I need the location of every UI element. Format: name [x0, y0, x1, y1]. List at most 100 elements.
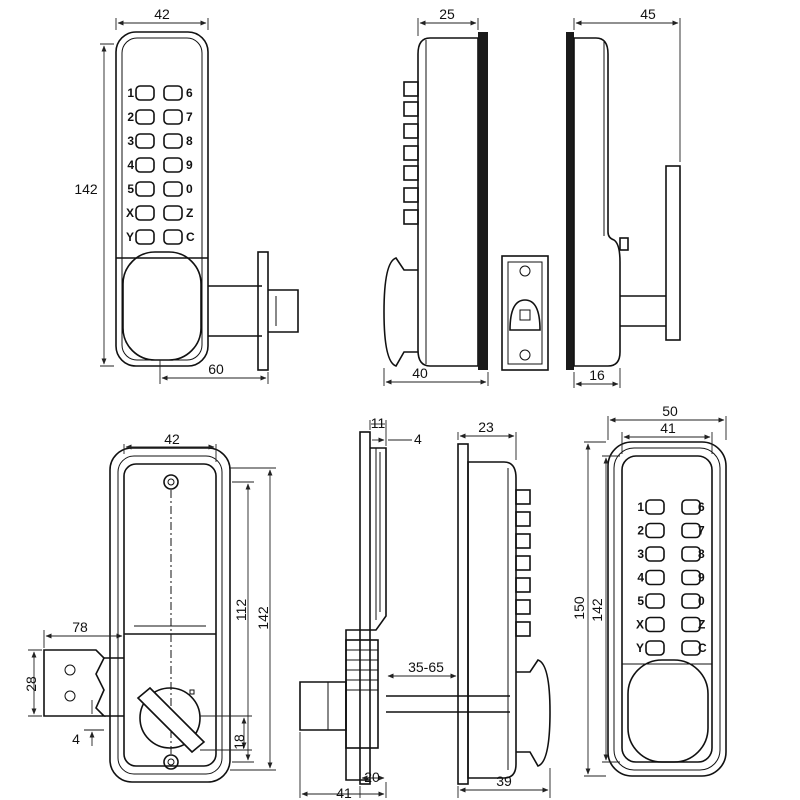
keypad-key: [135, 85, 155, 101]
keypad-key: [135, 109, 155, 125]
keypad-label: Z: [698, 618, 705, 632]
keypad-key: [681, 569, 701, 586]
back-dimensions: 42 112 142 78 28 4 18: [23, 431, 276, 771]
keypad-key: [681, 522, 701, 539]
back-top-screw: [163, 474, 179, 490]
keypad-label: 2: [637, 524, 644, 538]
dim-front-height: 142: [74, 181, 98, 197]
keypad-key: [645, 522, 665, 539]
back-bottom-screw: [163, 754, 179, 770]
dim-back-hole-spacing: 112: [233, 599, 249, 622]
keypad-label: 3: [637, 547, 644, 561]
keypad-label: 6: [698, 500, 705, 514]
side2-knob: [516, 659, 551, 767]
side3-dimensions: 23 39: [457, 419, 551, 798]
keypad-key: [135, 181, 155, 197]
back-view: 42 112 142 78 28 4 18: [23, 431, 276, 783]
keypad-label: 7: [186, 110, 193, 124]
keypad-key: [163, 133, 183, 149]
dim-side2-depth: 45: [640, 6, 656, 22]
dim-back-offset-bottom: 18: [231, 734, 247, 750]
keypad-key: [135, 157, 155, 173]
keypad-key: [645, 499, 665, 515]
side2-spindle: [620, 295, 666, 327]
dim-section-door-thickness: 35-65: [408, 659, 444, 675]
side-view-right: 45 16: [566, 6, 681, 388]
dim-section-overall: 41: [336, 785, 352, 800]
side-view-2: 23 39: [457, 419, 551, 798]
keypad-label: X: [636, 618, 644, 632]
keypad-key: [163, 85, 183, 101]
side-view-left: 25 40: [383, 6, 549, 386]
keypad-label: 0: [186, 182, 193, 196]
keypad-label: 4: [637, 571, 644, 585]
front-latch-bar: [208, 285, 262, 337]
keypad-key: [681, 640, 701, 656]
dim-front-width: 42: [154, 6, 170, 22]
keypad-key: [645, 640, 665, 656]
keypad-label: C: [698, 641, 707, 655]
dim-section-top-width: 11: [371, 415, 386, 431]
dim-back-offset-small: 4: [72, 731, 80, 747]
front-handle-knob: [122, 251, 202, 361]
keypad-label: Y: [636, 641, 644, 655]
keypad-key: [645, 593, 665, 609]
dim-front2-inner-width: 41: [660, 420, 676, 436]
keypad-label: 9: [186, 158, 193, 172]
keypad-label: 8: [186, 134, 193, 148]
keypad-label: 1: [637, 500, 644, 514]
section-spindle: [386, 695, 510, 713]
keypad-key: [135, 133, 155, 149]
dim-back-width: 42: [164, 431, 180, 447]
side-knob: [383, 257, 418, 367]
keypad-label: 5: [127, 182, 134, 196]
dim-side2-bottom: 16: [589, 367, 605, 383]
keypad-label: 9: [698, 571, 705, 585]
dim-front-projection: 60: [208, 361, 224, 377]
back-latch-plate: [43, 649, 124, 717]
keypad-label: 4: [127, 158, 134, 172]
side2-lever: [665, 165, 681, 341]
keypad-key: [681, 593, 701, 609]
keypad-key: [681, 546, 701, 562]
strike-plate: [501, 255, 549, 371]
keypad-key: [135, 205, 155, 221]
dim-front2-outer-height: 150: [571, 596, 587, 620]
keypad-label: 1: [127, 86, 134, 100]
dim-back-latch-length: 78: [72, 619, 88, 635]
dim-back-latch-height: 28: [23, 676, 39, 692]
front-strike-plate: [257, 251, 269, 371]
side-dimensions: 25 40: [383, 6, 489, 386]
dim-section-bottom-depth: 20: [364, 769, 380, 785]
front-dimensions: 42 142 60: [74, 6, 269, 384]
section-inner-body: [345, 447, 387, 781]
dim-side3-depth: 23: [478, 419, 494, 435]
keypad-key: [163, 205, 183, 221]
keypad-label: Z: [186, 206, 193, 220]
keypad-label: 6: [186, 86, 193, 100]
keypad-label: 7: [698, 524, 705, 538]
keypad-key: [645, 546, 665, 562]
front2-handle-knob: [627, 659, 709, 763]
side-buttons: [403, 81, 419, 225]
keypad-key: [163, 181, 183, 197]
dim-side-width-total: 40: [412, 365, 428, 381]
keypad-label: 8: [698, 547, 705, 561]
dim-side3-bottom: 39: [496, 773, 512, 789]
keypad-key: [163, 229, 183, 245]
section-view: 11 4 35-65 20 41: [299, 415, 510, 800]
front2-dimensions: 50 41 150 142: [571, 403, 727, 777]
keypad-key: [681, 616, 701, 633]
side-door-panel: [478, 32, 488, 370]
side2-buttons: [515, 489, 531, 637]
keypad-key: [163, 157, 183, 173]
section-dimensions: 11 4 35-65 20 41: [299, 415, 457, 800]
dim-back-height: 142: [255, 606, 271, 630]
dim-front2-outer-width: 50: [662, 403, 678, 419]
dim-front2-inner-height: 142: [589, 598, 605, 622]
